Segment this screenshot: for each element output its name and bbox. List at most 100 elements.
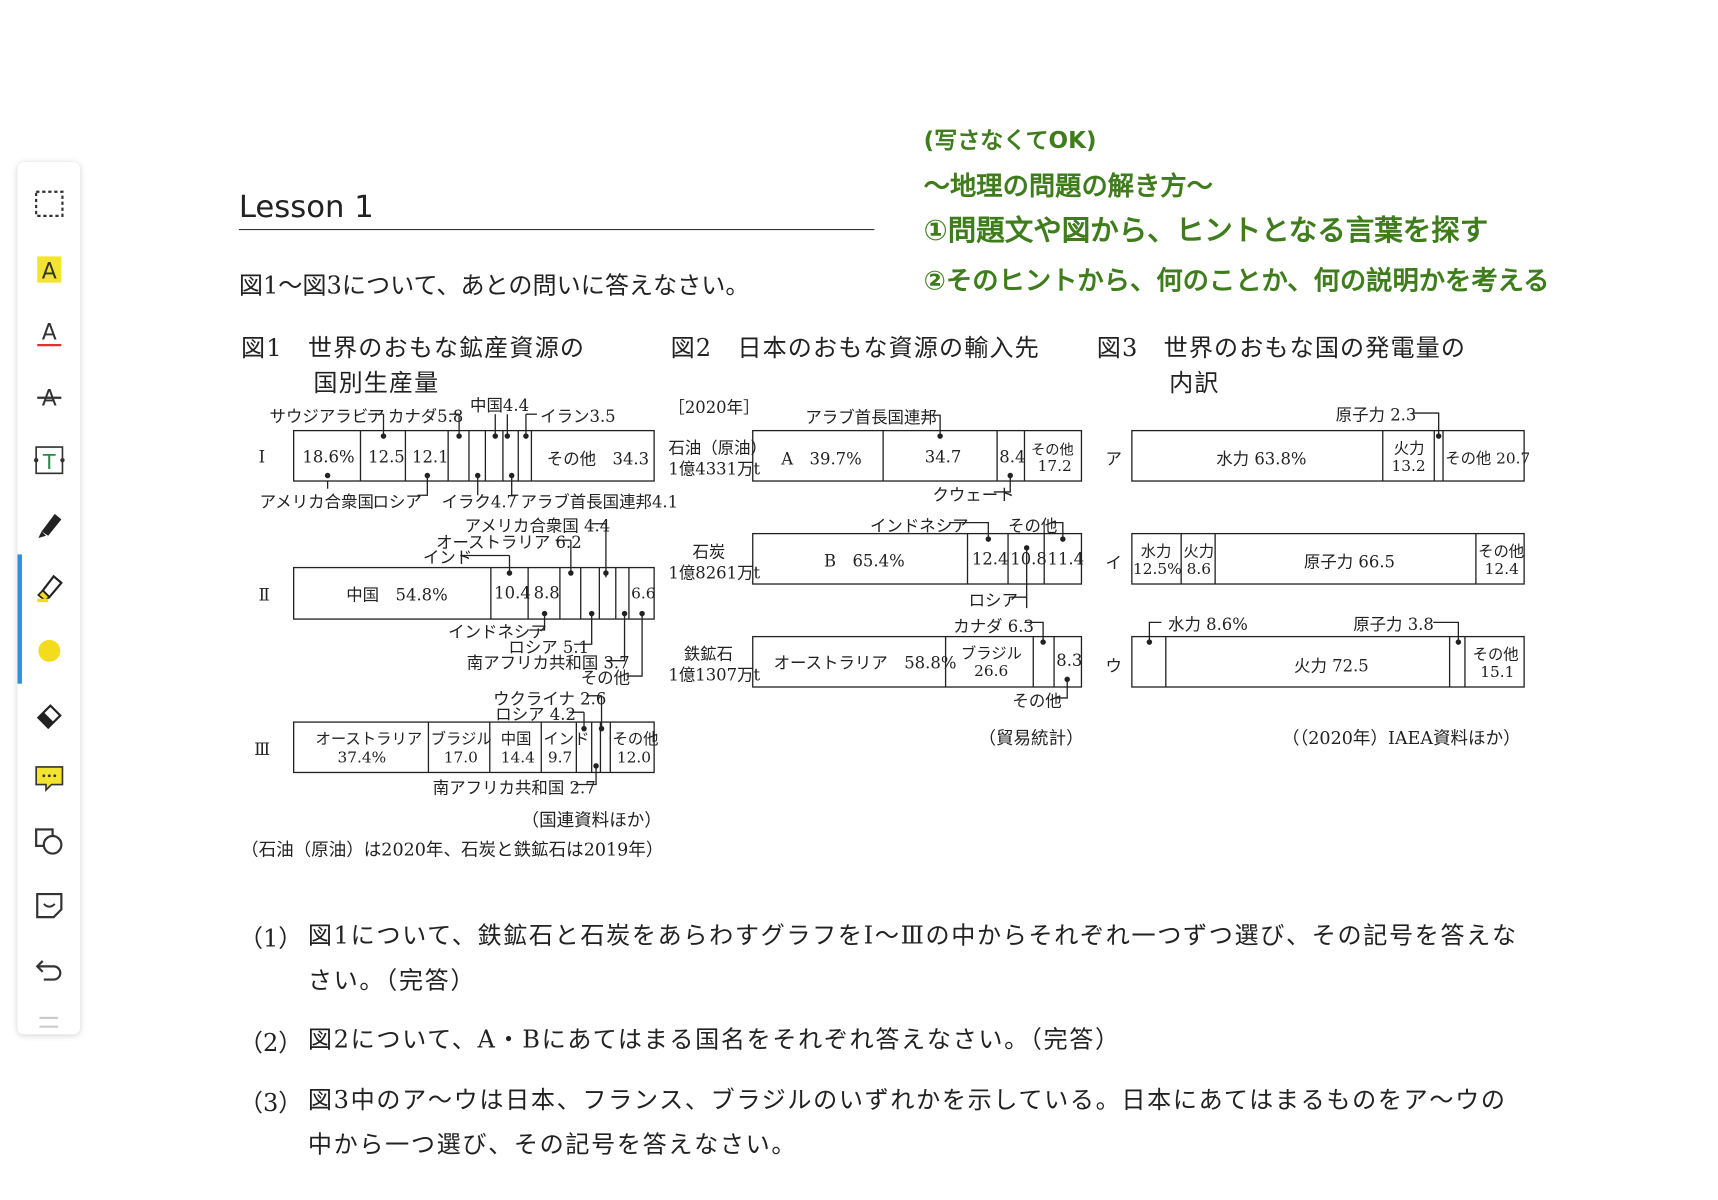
fig1-cell: 14.4 bbox=[500, 749, 535, 767]
fig3-row-label: ウ bbox=[1105, 656, 1123, 677]
fig1-label: インドネシア bbox=[448, 622, 547, 643]
fig1-label: アメリカ合衆国 bbox=[259, 491, 374, 512]
fig1-label: オーストラリア 6.2 bbox=[436, 532, 582, 553]
fig1-cell: 12.1 bbox=[411, 447, 449, 467]
fig3-cell: 水力 bbox=[1140, 543, 1172, 561]
fig1-cell: 9.7 bbox=[547, 749, 573, 767]
fig2-source: （貿易統計） bbox=[978, 727, 1084, 749]
question-text: 図3中のア～ウは日本、フランス、ブラジルのいずれかを示している。日本にあてはまる… bbox=[307, 1086, 1507, 1160]
fig2-label: クウェート bbox=[932, 485, 1015, 506]
fig1-cell: インド bbox=[543, 730, 590, 749]
color-swatch-icon bbox=[37, 639, 60, 662]
svg-text:A: A bbox=[41, 259, 56, 284]
fig3-cell: 火力 bbox=[1393, 440, 1425, 459]
highlight-text-tool[interactable]: A bbox=[18, 245, 80, 293]
color-swatch[interactable] bbox=[18, 627, 80, 675]
handwritten-note-3: ①問題文や図から、ヒントとなる言葉を探す bbox=[923, 214, 1489, 248]
fig2-label: ロシア bbox=[968, 590, 1018, 611]
fig2-label: カナダ 6.3 bbox=[953, 616, 1034, 637]
fig2-label: その他 bbox=[1008, 516, 1058, 536]
lasso-select-icon bbox=[34, 190, 64, 217]
fig3-cell: その他 20.7 bbox=[1445, 450, 1531, 468]
fig2-year: ［2020年］ bbox=[668, 397, 760, 418]
fig1-label: 南アフリカ共和国 2.7 bbox=[432, 777, 596, 798]
fig1-label: アラブ首長国連邦4.1 bbox=[520, 491, 679, 512]
question-number: （3） bbox=[238, 1090, 303, 1118]
fig2-cell: 26.6 bbox=[974, 662, 1009, 681]
fig1-cell: 37.4% bbox=[337, 749, 387, 767]
handwritten-note-2: ～地理の問題の解き方～ bbox=[923, 170, 1213, 202]
fig3-cell: その他 bbox=[1472, 646, 1519, 664]
svg-text:A: A bbox=[41, 321, 56, 346]
lasso-select-tool[interactable] bbox=[18, 180, 80, 228]
fig1-cell: 18.6% bbox=[302, 447, 355, 467]
fig3-label: 原子力 3.8 bbox=[1353, 614, 1434, 635]
fig2-cell: B 65.4% bbox=[823, 551, 905, 571]
fig1-label: その他 bbox=[580, 668, 631, 689]
fig2-row-total: 1億4331万t bbox=[668, 459, 761, 479]
fig1-cell: 12.5 bbox=[368, 447, 405, 467]
fig2-cell: 10.8 bbox=[1010, 548, 1047, 569]
highlighter-tool[interactable] bbox=[17, 554, 80, 684]
eraser-tool[interactable] bbox=[18, 690, 80, 738]
fig2-row-total: 1億8261万t bbox=[668, 563, 761, 583]
strikethrough-text-tool[interactable]: A bbox=[18, 373, 80, 421]
highlight-text-icon: A bbox=[36, 256, 61, 284]
fig1-cell: 10.4 bbox=[494, 582, 531, 603]
fig1-source: （国連資料ほか） bbox=[521, 809, 662, 831]
eraser-icon bbox=[36, 704, 62, 730]
fig3-title: 図3 世界のおもな国の発電量の bbox=[1096, 335, 1467, 363]
fig2-cell: その他 bbox=[1031, 442, 1074, 460]
fig1-label: サウジアラビア bbox=[269, 406, 385, 427]
fig3-cell: 原子力 66.5 bbox=[1303, 552, 1396, 572]
fig1-cell: 6.6 bbox=[631, 585, 656, 603]
fig2-cell: 12.4 bbox=[971, 548, 1009, 569]
fig2-cell: ブラジル bbox=[960, 645, 1022, 663]
underline-text-icon: A bbox=[36, 321, 61, 347]
question-text: 図1について、鉄鉱石と石炭をあらわすグラフをⅠ～Ⅲの中からそれぞれ一つずつ選び、… bbox=[307, 922, 1518, 995]
fig1-cell: 8.8 bbox=[533, 582, 560, 603]
fig1-cell: 12.0 bbox=[616, 749, 652, 767]
fig1-row-label: Ⅱ bbox=[258, 585, 270, 605]
fig1-label: イラン3.5 bbox=[540, 406, 616, 427]
fig2-label: アラブ首長国連邦 bbox=[805, 407, 937, 428]
undo-icon bbox=[35, 960, 61, 981]
lesson-title-rule bbox=[238, 229, 875, 231]
fig1-label: イラク4.7 bbox=[441, 491, 518, 512]
fig2-row-total: 1億1307万t bbox=[668, 665, 761, 685]
fig1-label: ロシア 4.2 bbox=[495, 704, 576, 725]
fig3-cell: 火力 bbox=[1183, 543, 1215, 561]
svg-text:A: A bbox=[41, 386, 56, 411]
toolbar-drag-handle[interactable] bbox=[39, 1016, 59, 1028]
fig3-cell: 12.5% bbox=[1132, 560, 1182, 579]
fig3-cell: 水力 63.8% bbox=[1216, 449, 1307, 469]
pen-tool[interactable] bbox=[18, 500, 80, 548]
fig1-row-label: Ⅲ bbox=[254, 739, 271, 760]
fig2-cell: 11.4 bbox=[1047, 548, 1085, 569]
fig1-label: ウクライナ 2.6 bbox=[493, 689, 607, 709]
fig1-title: 図1 世界のおもな鉱産資源の bbox=[241, 335, 586, 363]
fig1-cell: 17.0 bbox=[443, 749, 478, 767]
fig3-row-label: イ bbox=[1105, 553, 1123, 574]
fig3-label: 原子力 2.3 bbox=[1335, 405, 1417, 426]
fig3-cell: 12.4 bbox=[1484, 560, 1519, 579]
svg-text:T: T bbox=[41, 450, 55, 474]
text-box-tool[interactable]: T bbox=[18, 436, 80, 484]
fig3-cell: 13.2 bbox=[1391, 458, 1426, 476]
sticker-tool[interactable] bbox=[18, 881, 80, 929]
undo-button[interactable] bbox=[18, 944, 80, 992]
comment-tool[interactable] bbox=[18, 754, 80, 802]
fig1-note: （石油（原油）は2020年、石炭と鉄鉱石は2019年） bbox=[241, 839, 664, 861]
fig1-title-line2: 国別生産量 bbox=[313, 370, 440, 398]
fig2-label: インドネシア bbox=[869, 516, 969, 536]
figures-canvas bbox=[292, 412, 1525, 786]
fig1-label: アメリカ合衆国 4.4 bbox=[464, 516, 611, 536]
shape-tool[interactable] bbox=[18, 817, 80, 865]
underline-text-tool[interactable]: A bbox=[18, 309, 80, 357]
highlighter-icon bbox=[36, 574, 63, 603]
fig1-label: インド bbox=[422, 547, 473, 568]
fig3-label: 水力 8.6% bbox=[1168, 614, 1248, 635]
fig1-cell: その他 34.3 bbox=[546, 449, 650, 469]
fig2-cell: 17.2 bbox=[1037, 458, 1072, 476]
fig1-label: ロシア bbox=[372, 491, 422, 512]
